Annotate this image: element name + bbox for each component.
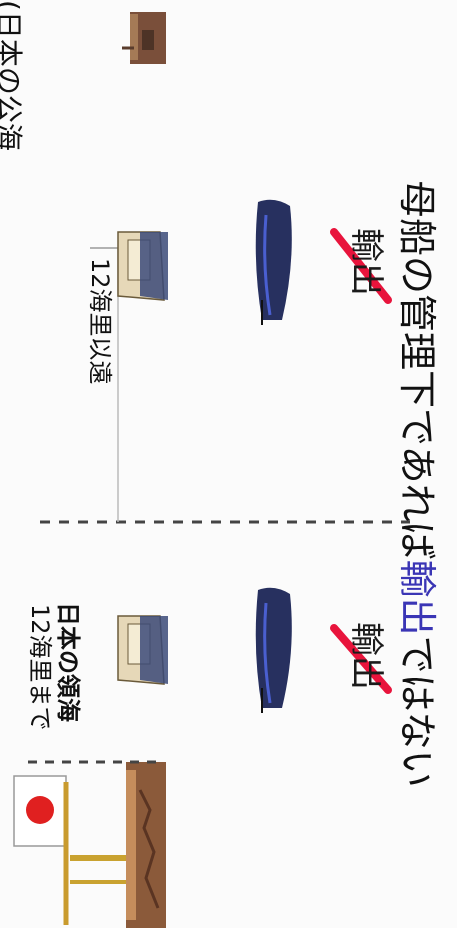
strike-mark-near (330, 624, 392, 694)
submarine-near-icon (255, 587, 292, 713)
mother-ship-far-icon (117, 231, 168, 301)
distant-shore-icon (122, 12, 166, 64)
within-12nm-label: 12海里まで (26, 604, 54, 731)
strike-mark-far (330, 228, 392, 304)
submarine-far-icon (255, 199, 292, 325)
caption-prefix: 母船の管理下であれば (395, 180, 439, 560)
coastline-icon (70, 762, 166, 928)
japan-flag-icon (13, 775, 69, 925)
caption: 母船の管理下であれば輸出ではない (393, 180, 448, 788)
caption-highlight: 輸出 (395, 559, 439, 636)
beyond-12nm-label: 12海里以遠 (86, 258, 114, 385)
caption-suffix: ではない (395, 635, 439, 788)
mother-ship-near-icon (117, 615, 168, 685)
